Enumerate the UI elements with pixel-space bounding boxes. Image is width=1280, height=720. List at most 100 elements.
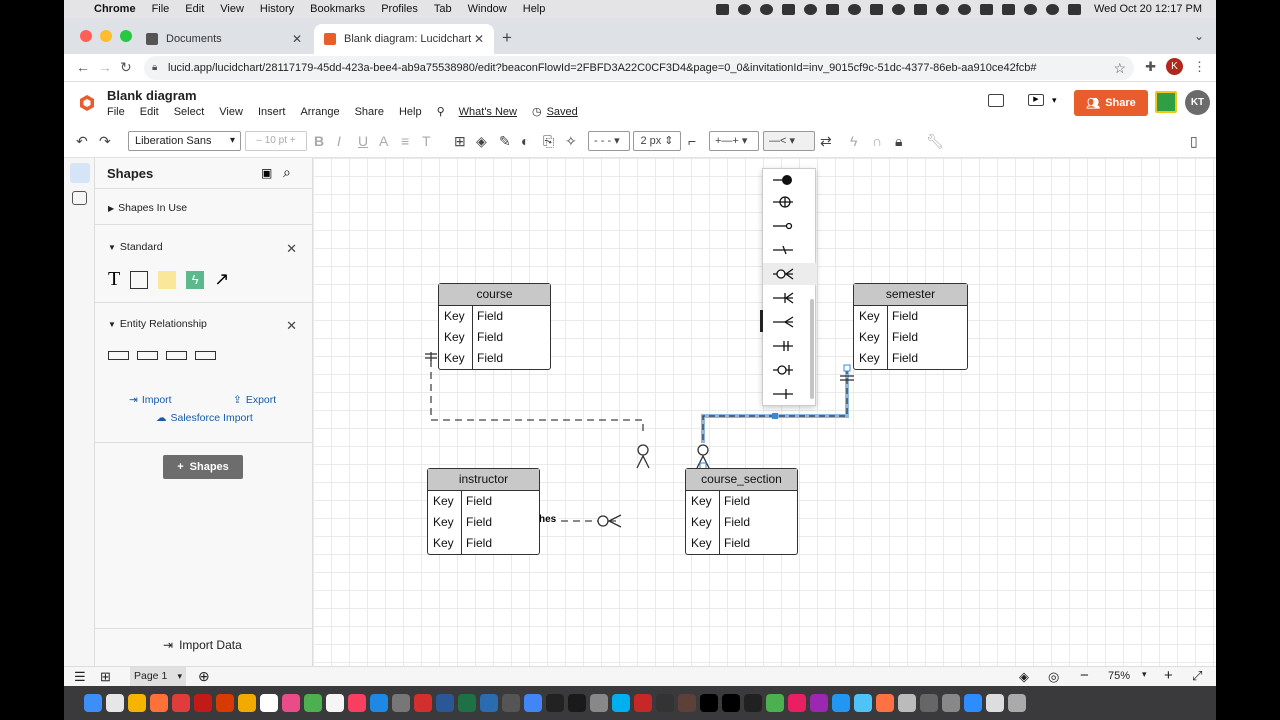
er-entity-2-icon[interactable] (137, 351, 158, 360)
vivaldi-icon[interactable] (172, 694, 190, 712)
activity-monitor-icon[interactable] (656, 694, 674, 712)
layers-icon[interactable]: ◈ (1019, 669, 1029, 684)
section-entity-relationship[interactable]: ▼Entity Relationship ✕ (95, 318, 313, 333)
menu-file[interactable]: File (107, 105, 125, 118)
reload-icon[interactable]: ↻ (120, 59, 132, 75)
add-page-icon[interactable]: ⊕ (198, 668, 210, 684)
opacity-icon[interactable]: ◐ (521, 133, 530, 149)
shapes-panel-icon[interactable] (70, 163, 90, 183)
er-entity-4-icon[interactable] (195, 351, 216, 360)
line-color-icon[interactable]: ✎ (499, 133, 511, 149)
left-endpoint-select[interactable]: +—+ ▾ (709, 131, 759, 151)
course-section-connector[interactable] (430, 360, 644, 434)
app-red-icon[interactable] (634, 694, 652, 712)
profile-avatar[interactable]: K (1166, 58, 1183, 75)
search-icon[interactable]: ⌕ (283, 164, 291, 180)
effects-icon[interactable]: ⎘ (543, 133, 555, 149)
spotlight-icon[interactable] (1045, 3, 1059, 15)
connector-midpoint-handle[interactable] (772, 413, 778, 419)
swap-endpoints-icon[interactable]: ⇄ (820, 133, 832, 149)
volume-icon[interactable] (957, 3, 971, 15)
quicktime-icon[interactable] (942, 694, 960, 712)
zoom-dropdown-icon[interactable]: ▾ (1142, 669, 1147, 679)
vscode-icon[interactable] (832, 694, 850, 712)
xcode-icon[interactable] (788, 694, 806, 712)
fullscreen-icon[interactable]: ⤢ (1192, 668, 1203, 683)
er-entity-3-icon[interactable] (166, 351, 187, 360)
wifi-icon[interactable] (1023, 3, 1037, 15)
entity-header[interactable]: semester (854, 284, 967, 306)
font-size-stepper[interactable]: – 10 pt + (245, 131, 307, 151)
endpoint-option-open-diamond[interactable] (763, 215, 817, 237)
export-link[interactable]: ⇪Export (233, 394, 276, 406)
datagrip-icon[interactable] (722, 694, 740, 712)
endpoint-option-filled-circle[interactable] (763, 169, 817, 191)
system-preferences-icon[interactable] (392, 694, 410, 712)
finder-icon[interactable] (84, 694, 102, 712)
zoom-icon[interactable] (964, 694, 982, 712)
menubar-bookmarks[interactable]: Bookmarks (310, 3, 366, 15)
menubar-tab[interactable]: Tab (433, 3, 452, 15)
1password-icon[interactable] (568, 694, 586, 712)
salesforce-import-link[interactable]: ☁Salesforce Import (156, 412, 253, 424)
close-tab-icon[interactable]: ✕ (291, 32, 302, 46)
contacts-icon[interactable] (326, 694, 344, 712)
share-button[interactable]: 👥︎ Share (1074, 90, 1148, 116)
menu-share[interactable]: Share (354, 105, 384, 118)
magnet-icon[interactable]: ∩ (872, 133, 883, 149)
s-icon[interactable] (825, 3, 839, 15)
menubar-window[interactable]: Window (467, 3, 507, 15)
text-shape-icon[interactable]: T (108, 268, 121, 290)
lock-shape-icon[interactable]: 🔒︎ (895, 133, 903, 149)
endpoint-option-slash[interactable] (763, 239, 817, 261)
minimize-window-button[interactable] (100, 30, 112, 42)
menu-arrange[interactable]: Arrange (300, 105, 340, 118)
page-tab[interactable]: Page 1 (130, 667, 186, 686)
add-shapes-button[interactable]: +Shapes (163, 455, 243, 479)
screen-app-icon[interactable] (678, 694, 696, 712)
line-style-select[interactable]: - - - ▾ (588, 131, 630, 151)
acrobat-reader-icon[interactable] (414, 694, 432, 712)
font-family-select[interactable]: Liberation Sans (128, 131, 241, 151)
data-panel-icon[interactable] (72, 191, 87, 205)
headphones-icon[interactable] (935, 3, 949, 15)
chrome-icon[interactable] (128, 694, 146, 712)
pycharm-icon[interactable] (700, 694, 718, 712)
whats-new-link[interactable]: What's New (458, 105, 517, 118)
close-section-icon[interactable]: ✕ (286, 318, 297, 333)
menubar-clock[interactable]: Wed Oct 20 12:17 PM (1093, 3, 1202, 15)
skype-icon[interactable] (612, 694, 630, 712)
back-arrow-icon[interactable]: ← (76, 59, 90, 75)
maximize-window-button[interactable] (120, 30, 132, 42)
line-width-select[interactable]: 2 px ⇕ (633, 131, 681, 151)
finder-window-icon[interactable] (898, 694, 916, 712)
box-icon[interactable] (781, 3, 795, 15)
document-icon[interactable] (986, 694, 1004, 712)
right-endpoint-select[interactable]: —< ▾ (763, 131, 815, 151)
note-shape-icon[interactable] (158, 270, 177, 289)
outlook-icon[interactable] (480, 694, 498, 712)
text-options-icon[interactable]: T (422, 133, 431, 149)
italic-icon[interactable]: I (337, 133, 341, 149)
text-color-icon[interactable]: A (379, 133, 389, 149)
battery-icon[interactable] (979, 3, 993, 15)
lucid-logo-icon[interactable] (78, 94, 96, 112)
cloud-app-icon[interactable] (854, 694, 872, 712)
preview-icon[interactable] (590, 694, 608, 712)
zoom-level[interactable]: 75% (1108, 670, 1131, 682)
chrome-canary-icon[interactable] (876, 694, 894, 712)
menubar-app-name[interactable]: Chrome (94, 3, 136, 15)
terminal-icon[interactable] (546, 694, 564, 712)
photos-icon[interactable] (282, 694, 300, 712)
rectangle-shape-icon[interactable] (130, 270, 149, 289)
endpoint-option-many[interactable] (763, 311, 817, 333)
acrobat-icon[interactable] (194, 694, 212, 712)
bluetooth-icon[interactable] (1001, 3, 1015, 15)
menubar-profiles[interactable]: Profiles (381, 3, 418, 15)
menubar-edit[interactable]: Edit (185, 3, 205, 15)
